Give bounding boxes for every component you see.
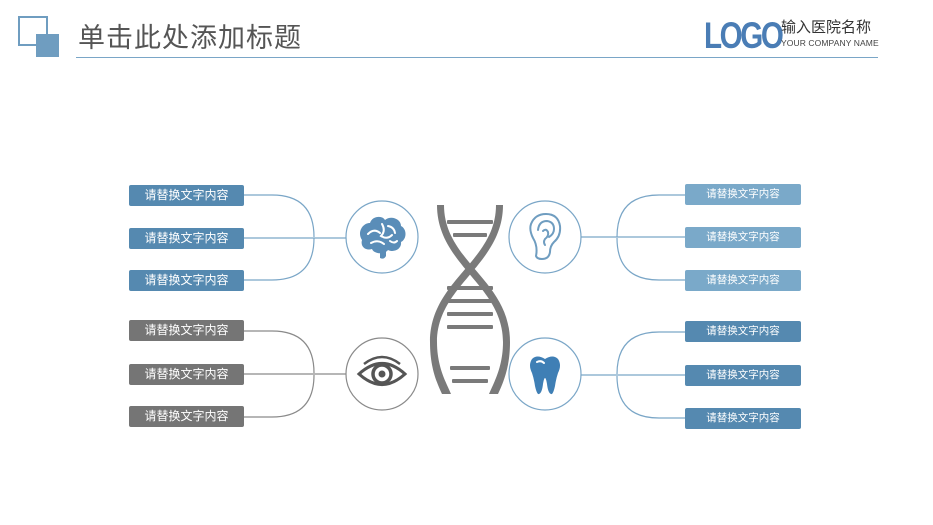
corner-square-filled xyxy=(36,34,59,57)
tooth-icon xyxy=(530,356,560,395)
title-underline xyxy=(76,57,878,58)
brain-label-3[interactable]: 请替换文字内容 xyxy=(129,270,244,291)
dna-rungs xyxy=(447,220,493,383)
ear-label-2[interactable]: 请替换文字内容 xyxy=(685,227,801,248)
eye-connectors xyxy=(244,330,346,418)
dna-icon xyxy=(430,205,510,394)
brain-connectors xyxy=(244,194,346,281)
ear-icon xyxy=(529,212,562,261)
corner-square-outline xyxy=(18,16,48,46)
ear-circle xyxy=(508,200,582,274)
ear-label-3[interactable]: 请替换文字内容 xyxy=(685,270,801,291)
tooth-connectors xyxy=(581,331,685,419)
brain-label-1[interactable]: 请替换文字内容 xyxy=(129,185,244,206)
company-name-subtitle: YOUR COMPANY NAME xyxy=(781,38,879,48)
corner-decoration xyxy=(18,16,60,58)
eye-label-2[interactable]: 请替换文字内容 xyxy=(129,364,244,385)
ear-connectors xyxy=(581,194,685,281)
brain-icon xyxy=(359,216,406,259)
ear-label-1[interactable]: 请替换文字内容 xyxy=(685,184,801,205)
tooth-label-2[interactable]: 请替换文字内容 xyxy=(685,365,801,386)
brain-label-2[interactable]: 请替换文字内容 xyxy=(129,228,244,249)
eye-label-3[interactable]: 请替换文字内容 xyxy=(129,406,244,427)
eye-label-1[interactable]: 请替换文字内容 xyxy=(129,320,244,341)
page-title[interactable]: 单击此处添加标题 xyxy=(78,23,302,54)
logo: LOGO xyxy=(704,15,784,56)
eye-icon xyxy=(356,355,408,386)
tooth-label-3[interactable]: 请替换文字内容 xyxy=(685,408,801,429)
tooth-label-1[interactable]: 请替换文字内容 xyxy=(685,321,801,342)
hospital-name[interactable]: 输入医院名称 xyxy=(781,18,872,36)
